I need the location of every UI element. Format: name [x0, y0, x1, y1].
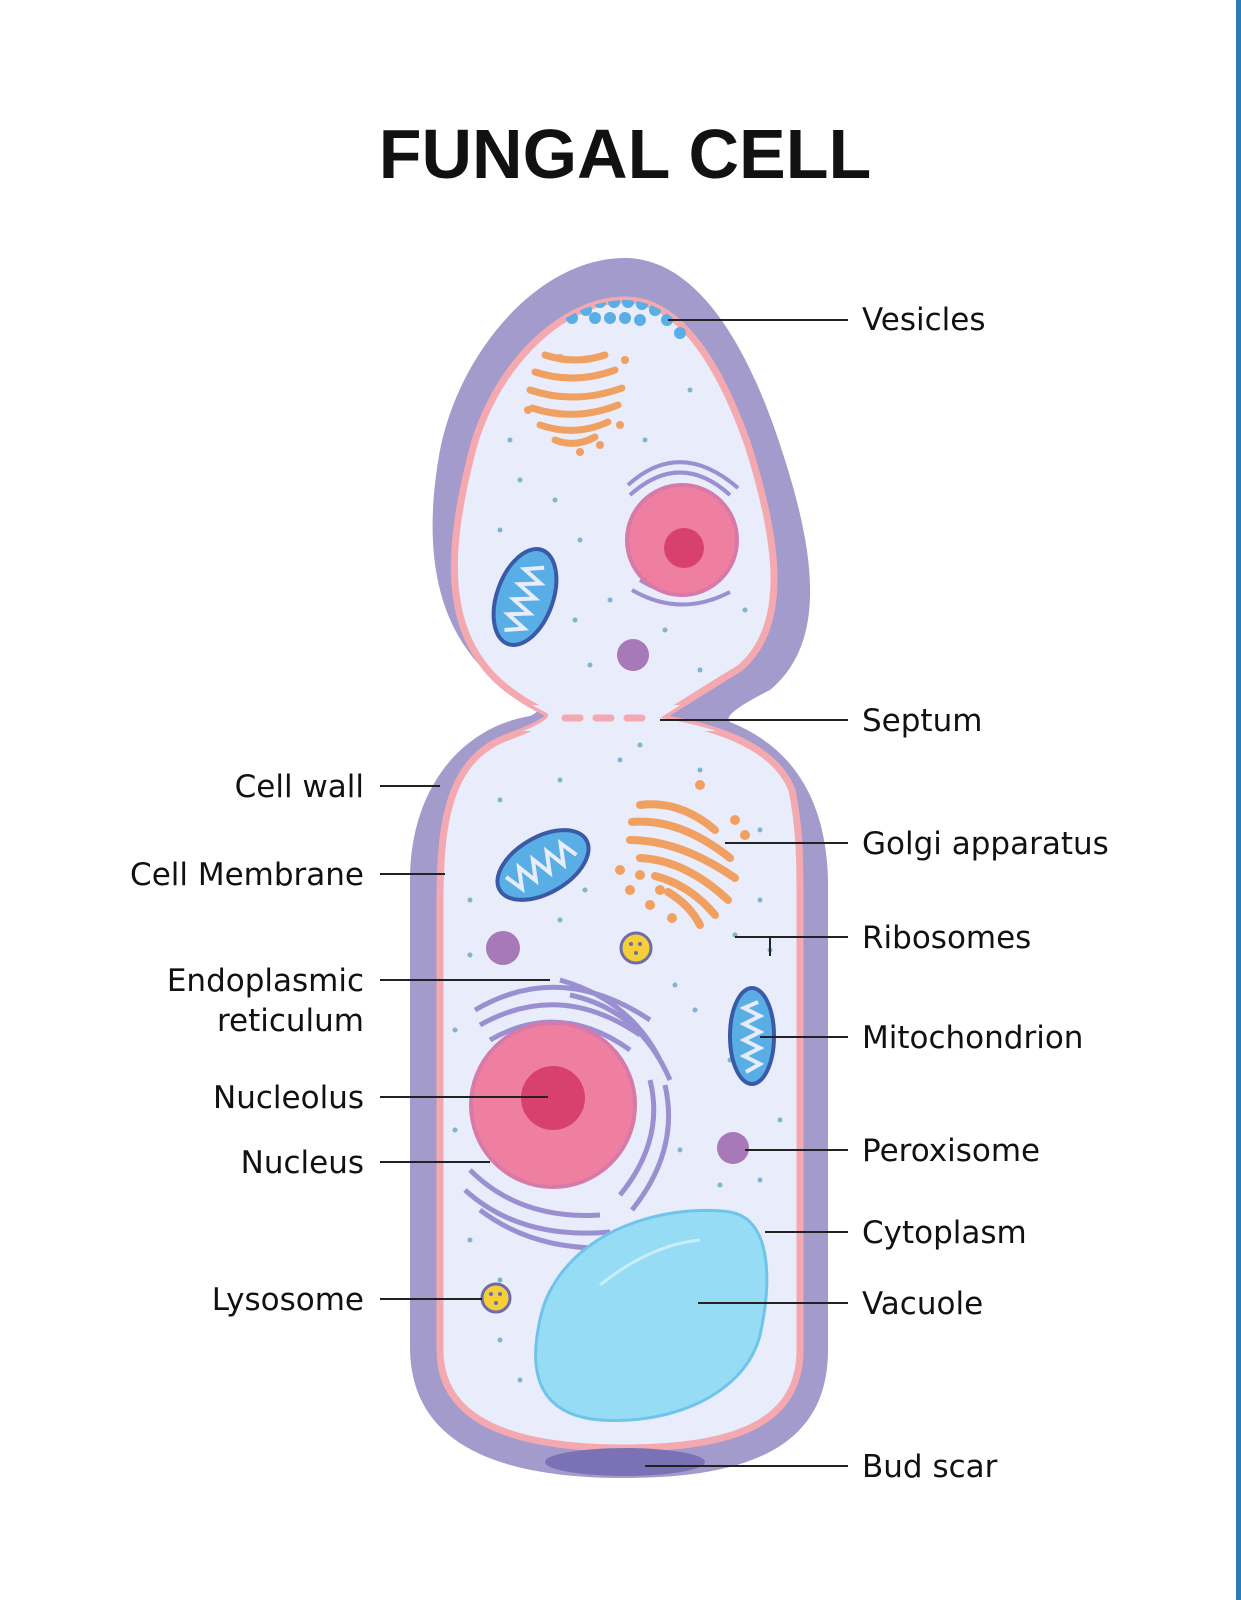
- label-golgi-apparatus: Golgi apparatus: [862, 826, 1109, 862]
- nucleolus: [521, 1066, 585, 1130]
- label-vacuole: Vacuole: [862, 1286, 983, 1322]
- lysosome-middle: [619, 931, 653, 965]
- page-edge-bar: [1236, 0, 1241, 1600]
- label-endoplasmic-reticulum-line2: reticulum: [217, 1003, 364, 1039]
- label-nucleus: Nucleus: [241, 1145, 364, 1181]
- nucleolus-top: [664, 528, 704, 568]
- label-peroxisome: Peroxisome: [862, 1133, 1040, 1169]
- label-cell-wall: Cell wall: [235, 769, 364, 805]
- label-cell-membrane: Cell Membrane: [130, 857, 364, 893]
- bud-scar-shape: [545, 1448, 705, 1476]
- golgi-vesicles-top: [524, 354, 629, 456]
- vesicles-cluster: [566, 300, 686, 339]
- label-lysosome: Lysosome: [212, 1282, 364, 1318]
- mitochondrion-right: [728, 986, 776, 1086]
- label-nucleolus: Nucleolus: [213, 1080, 364, 1116]
- label-endoplasmic-reticulum-line1: Endoplasmic: [167, 963, 364, 999]
- peroxisome: [717, 1132, 749, 1164]
- mitochondrion-top: [491, 547, 559, 647]
- label-bud-scar: Bud scar: [862, 1449, 998, 1485]
- golgi-apparatus-bottom: [626, 800, 739, 929]
- peroxisome-middle: [486, 931, 520, 965]
- vacuole: [534, 1208, 769, 1423]
- peroxisome-top: [617, 639, 649, 671]
- mitochondrion-middle: [495, 828, 591, 902]
- label-cytoplasm: Cytoplasm: [862, 1215, 1027, 1251]
- golgi-apparatus-top: [526, 351, 626, 447]
- label-ribosomes: Ribosomes: [862, 920, 1031, 956]
- golgi-vesicles-bottom: [615, 780, 750, 923]
- leader-lines: [380, 319, 848, 1467]
- diagram-title: FUNGAL CELL: [379, 115, 872, 193]
- label-vesicles: Vesicles: [862, 302, 986, 338]
- lysosome: [480, 1282, 512, 1314]
- label-mitochondrion: Mitochondrion: [862, 1020, 1083, 1056]
- vacuole-highlight: [599, 1238, 701, 1287]
- ribosome-dots: [452, 387, 783, 1383]
- label-septum: Septum: [862, 703, 982, 739]
